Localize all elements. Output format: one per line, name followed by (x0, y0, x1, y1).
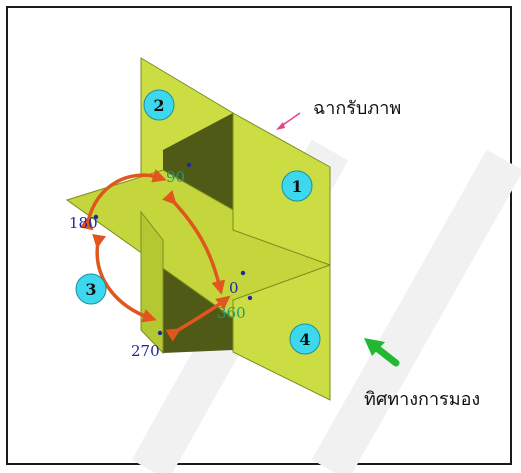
angle-360-label: 360 (217, 304, 246, 322)
screen-pointer-arrowhead (276, 122, 285, 130)
dot-360 (247, 295, 253, 301)
dot-180 (93, 214, 99, 220)
quadrant-badge-3: 3 (75, 273, 107, 305)
rotation-arrow-180-270 (92, 233, 157, 323)
quadrant-badge-2: 2 (143, 89, 175, 121)
view-direction-arrow (364, 338, 400, 367)
angle-270-label: 270 (131, 342, 160, 360)
rotation-arrow-180-90 (79, 169, 167, 231)
rotation-arrow-90-0 (162, 190, 226, 295)
rotation-arrow-270-360 (165, 295, 231, 342)
angle-90-label: 90 (166, 168, 185, 186)
vertical-plane-front-lower (232, 264, 331, 401)
dot-0 (240, 270, 246, 276)
angle-180-label: 180 (69, 214, 98, 232)
quadrant-1-label: 1 (291, 177, 302, 196)
dot-90 (186, 162, 192, 168)
quadrant-badge-1: 1 (281, 170, 313, 202)
dot-270 (157, 330, 163, 336)
angle-dots (93, 162, 253, 336)
quadrant-badge-4: 4 (289, 323, 321, 355)
screen-label: ฉากรับภาพ (313, 98, 401, 119)
quadrant-2-label: 2 (153, 96, 164, 115)
view-direction-label: ทิศทางการมอง (364, 389, 480, 410)
rotation-arrows (79, 169, 231, 342)
quadrant-3-label: 3 (85, 280, 96, 299)
quadrant-4-label: 4 (299, 330, 310, 349)
angle-0-label: 0 (229, 279, 239, 297)
